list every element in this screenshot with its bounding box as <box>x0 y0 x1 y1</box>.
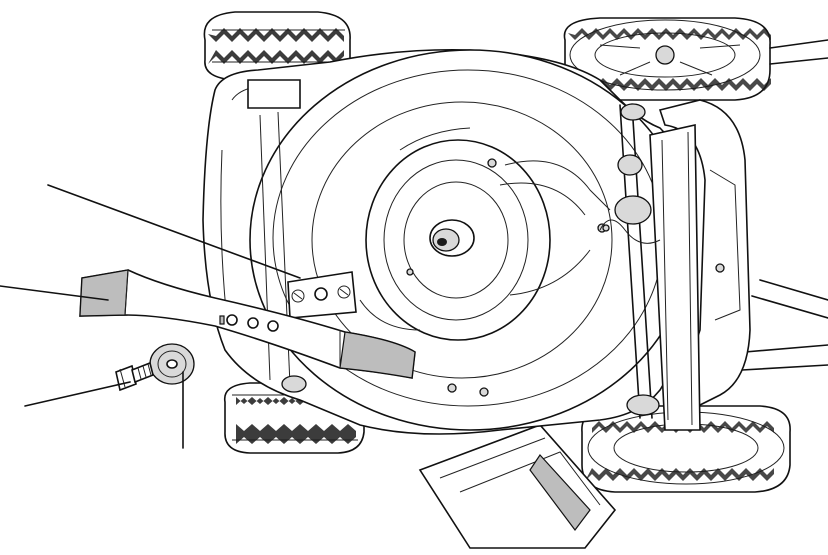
blade-bolt <box>115 361 154 392</box>
wheel-top-left <box>203 11 351 81</box>
callout-3-leader <box>24 381 131 407</box>
callout-leaders <box>0 184 301 449</box>
cutting-blade <box>79 269 416 379</box>
discharge-chute <box>418 424 617 549</box>
wheel-top-right <box>563 17 771 101</box>
callout-2-leader <box>0 285 109 301</box>
motor-shaft <box>429 219 475 257</box>
blade-washer <box>149 343 195 385</box>
blade-adapter <box>287 271 357 319</box>
rear-frame <box>599 99 751 431</box>
callout-1-leader <box>47 184 301 279</box>
handle-bars <box>741 39 828 371</box>
left-axle-bracket <box>247 79 307 393</box>
